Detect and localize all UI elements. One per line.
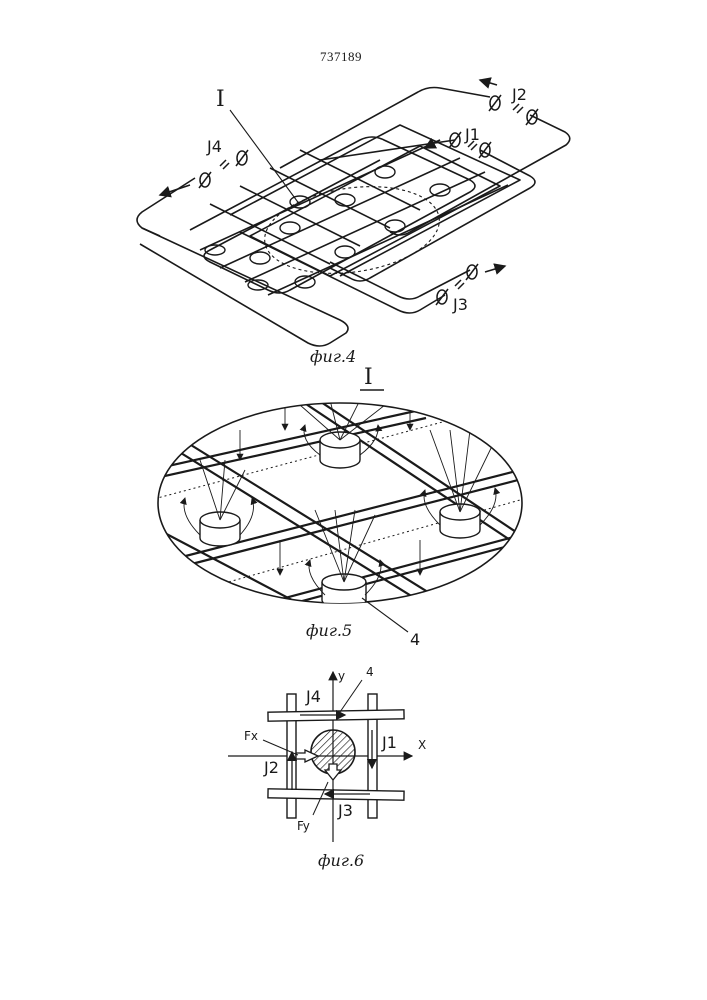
fig6-caption: фиг.6 <box>318 851 364 870</box>
fig6-axis-y-label: y <box>338 669 345 683</box>
conductor-loop-b <box>230 125 520 276</box>
fig6-label-j2: J2 <box>263 758 279 777</box>
fig4-detail-marker: I <box>216 87 225 112</box>
fig6-label-j4: J4 <box>305 687 321 706</box>
fig5-caption: фиг.5 <box>306 621 352 640</box>
fig4-label-j3: J3 <box>452 295 468 314</box>
conductor-j1 <box>320 140 535 281</box>
fig4-label-j1: J1 <box>464 125 480 144</box>
fig5-heading: I <box>364 365 373 390</box>
fig4-label-j4: J4 <box>206 137 222 156</box>
fig6-axis-x-label: X <box>418 738 426 752</box>
conductor-j4-j3 <box>137 178 348 346</box>
conductor-j4-j3-inner <box>142 228 160 236</box>
fig5-part-leader <box>362 598 408 632</box>
fig6-force-x-label: Fx <box>244 729 258 743</box>
fig4-label-j2: J2 <box>511 85 527 104</box>
fig5-part-number: 4 <box>410 630 420 649</box>
fig6-part-number: 4 <box>366 665 374 679</box>
fig6-label-j1: J1 <box>381 733 397 752</box>
fig6-label-j3: J3 <box>337 801 353 820</box>
fig4-coil-grid <box>137 88 570 347</box>
fig5-detail-view <box>140 396 552 632</box>
fig4-caption: фиг.4 <box>310 347 356 366</box>
fig6-force-y-label: Fy <box>297 819 310 833</box>
